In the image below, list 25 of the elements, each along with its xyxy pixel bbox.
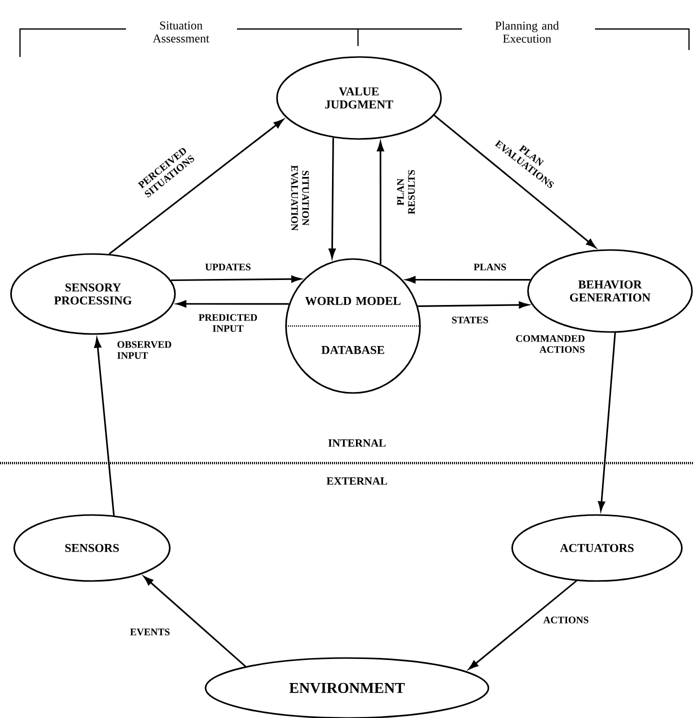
edge-label: ACTIONS	[543, 616, 588, 624]
arrow	[94, 338, 115, 516]
edge-label: PLANS	[474, 264, 506, 270]
region-label: INTERNAL	[328, 439, 386, 447]
bracket-label: Situation Assessment	[152, 21, 210, 43]
edge-label: OBSERVED INPUT	[117, 341, 172, 359]
arrow	[468, 580, 578, 670]
arrow	[176, 300, 289, 308]
arrow	[376, 142, 384, 264]
arrow	[108, 119, 284, 255]
edge-label: EVENTS	[130, 628, 170, 636]
edge-label: PLAN RESULTS	[397, 170, 415, 214]
arrow	[328, 138, 336, 258]
edge-label: COMMANDED ACTIONS	[516, 335, 585, 353]
arrow	[418, 301, 529, 308]
bracket-label: Planning and Execution	[495, 21, 559, 43]
arrow	[144, 576, 246, 668]
arrow	[170, 276, 302, 283]
edge-label: UPDATES	[205, 264, 251, 270]
region-label: EXTERNAL	[326, 477, 388, 485]
arrow	[598, 332, 616, 512]
arrow	[434, 114, 596, 248]
edge-label: SITUATION EVALUATION	[291, 165, 309, 231]
edge-label: STATES	[452, 316, 488, 324]
edge-label: PREDICTED INPUT	[198, 314, 257, 332]
